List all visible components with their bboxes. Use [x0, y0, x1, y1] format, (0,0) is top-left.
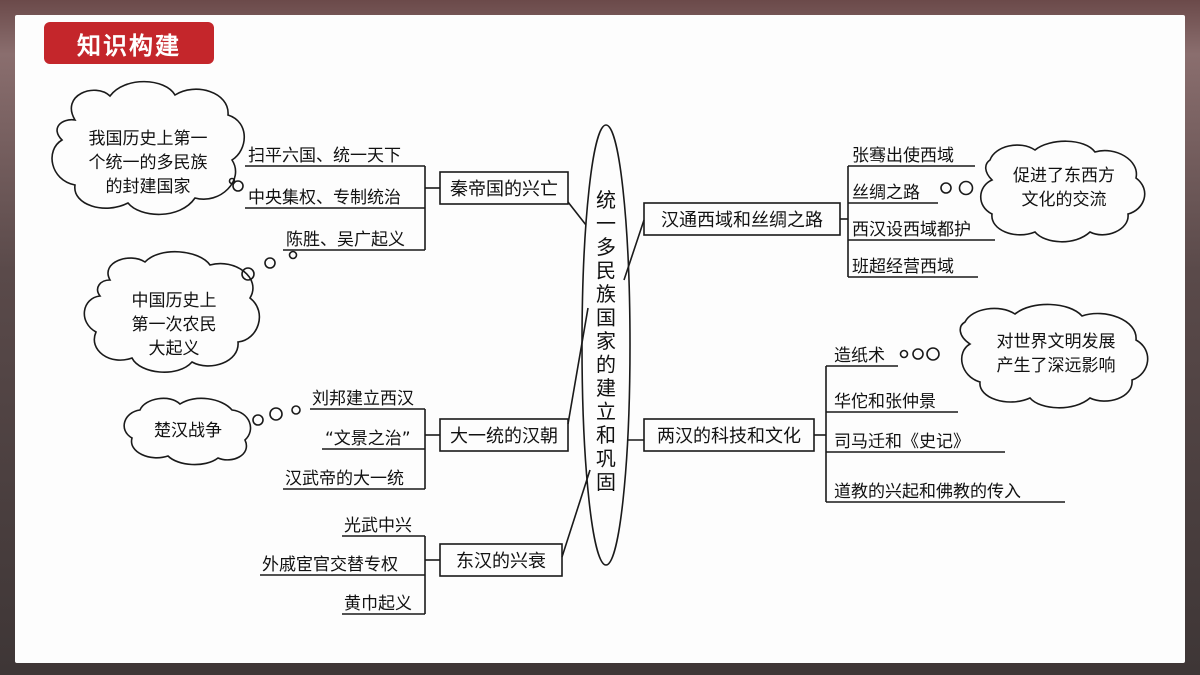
- center-title-char: 国: [596, 306, 616, 330]
- culture-item: 华佗和张仲景: [834, 392, 936, 412]
- node-culture-label: 两汉的科技和文化: [657, 426, 801, 447]
- note-cloud-culture: [959, 303, 1149, 409]
- center-title-char: 和: [596, 423, 616, 447]
- note-silk-line: 促进了东西方: [1013, 166, 1115, 186]
- center-title-char: 民: [596, 259, 616, 283]
- section-title-badge: 知识构建: [44, 22, 214, 64]
- node-silk-label: 汉通西域和丝绸之路: [661, 210, 823, 231]
- center-title-char: 建: [596, 376, 616, 400]
- silk-item: 张骞出使西域: [852, 145, 954, 166]
- note-qin-line: 个统一的多民族: [89, 153, 208, 173]
- note-uprising-line: 大起义: [149, 339, 200, 359]
- note-culture-line: 产生了深远影响: [997, 356, 1116, 376]
- content-panel: [15, 15, 1185, 663]
- qin-item: 陈胜、吴广起义: [286, 230, 405, 250]
- center-title-char: 多: [596, 235, 616, 259]
- donghan-item: 黄巾起义: [344, 594, 412, 614]
- center-title-char: 统: [596, 188, 616, 212]
- note-qin-line: 的封建国家: [106, 177, 191, 197]
- culture-item: 造纸术: [834, 346, 885, 366]
- note-uprising-line: 第一次农民: [132, 315, 217, 335]
- silk-item: 西汉设西域都护: [852, 220, 971, 240]
- note-cloud-chuhan: [123, 397, 252, 466]
- donghan-item: 外戚宦官交替专权: [262, 555, 398, 575]
- qin-item: 扫平六国、统一天下: [248, 146, 401, 166]
- donghan-item: 光武中兴: [344, 516, 412, 536]
- center-title-char: 族: [596, 282, 616, 306]
- note-cloud-uprising: [83, 250, 261, 373]
- culture-item: 司马迁和《史记》: [834, 432, 970, 452]
- culture-item: 道教的兴起和佛教的传入: [834, 482, 1021, 502]
- note-silk-line: 文化的交流: [1022, 190, 1107, 210]
- center-title-char: 立: [596, 400, 616, 424]
- node-donghan-label: 东汉的兴衰: [456, 551, 546, 572]
- note-uprising-line: 中国历史上: [132, 291, 217, 311]
- note-qin-line: 我国历史上第一: [89, 129, 208, 149]
- xihan-item: “文景之治”: [325, 429, 411, 449]
- center-title-char: 的: [596, 353, 616, 377]
- center-title-char: 一: [596, 212, 616, 236]
- qin-item: 中央集权、专制统治: [248, 188, 401, 208]
- center-title-char: 巩: [596, 447, 616, 471]
- note-culture-line: 对世界文明发展: [997, 332, 1116, 352]
- center-title-char: 家: [596, 329, 616, 353]
- note-cloud-silk: [979, 140, 1146, 243]
- xihan-item: 汉武帝的大一统: [285, 469, 404, 489]
- node-qin-label: 秦帝国的兴亡: [450, 179, 558, 200]
- silk-item: 班超经营西域: [852, 257, 954, 277]
- xihan-item: 刘邦建立西汉: [312, 389, 414, 409]
- center-title-char: 固: [596, 470, 616, 494]
- silk-item: 丝绸之路: [852, 183, 920, 203]
- note-cloud-qin: [51, 80, 245, 216]
- note-chuhan: 楚汉战争: [154, 421, 222, 441]
- node-xihan-label: 大一统的汉朝: [450, 426, 558, 447]
